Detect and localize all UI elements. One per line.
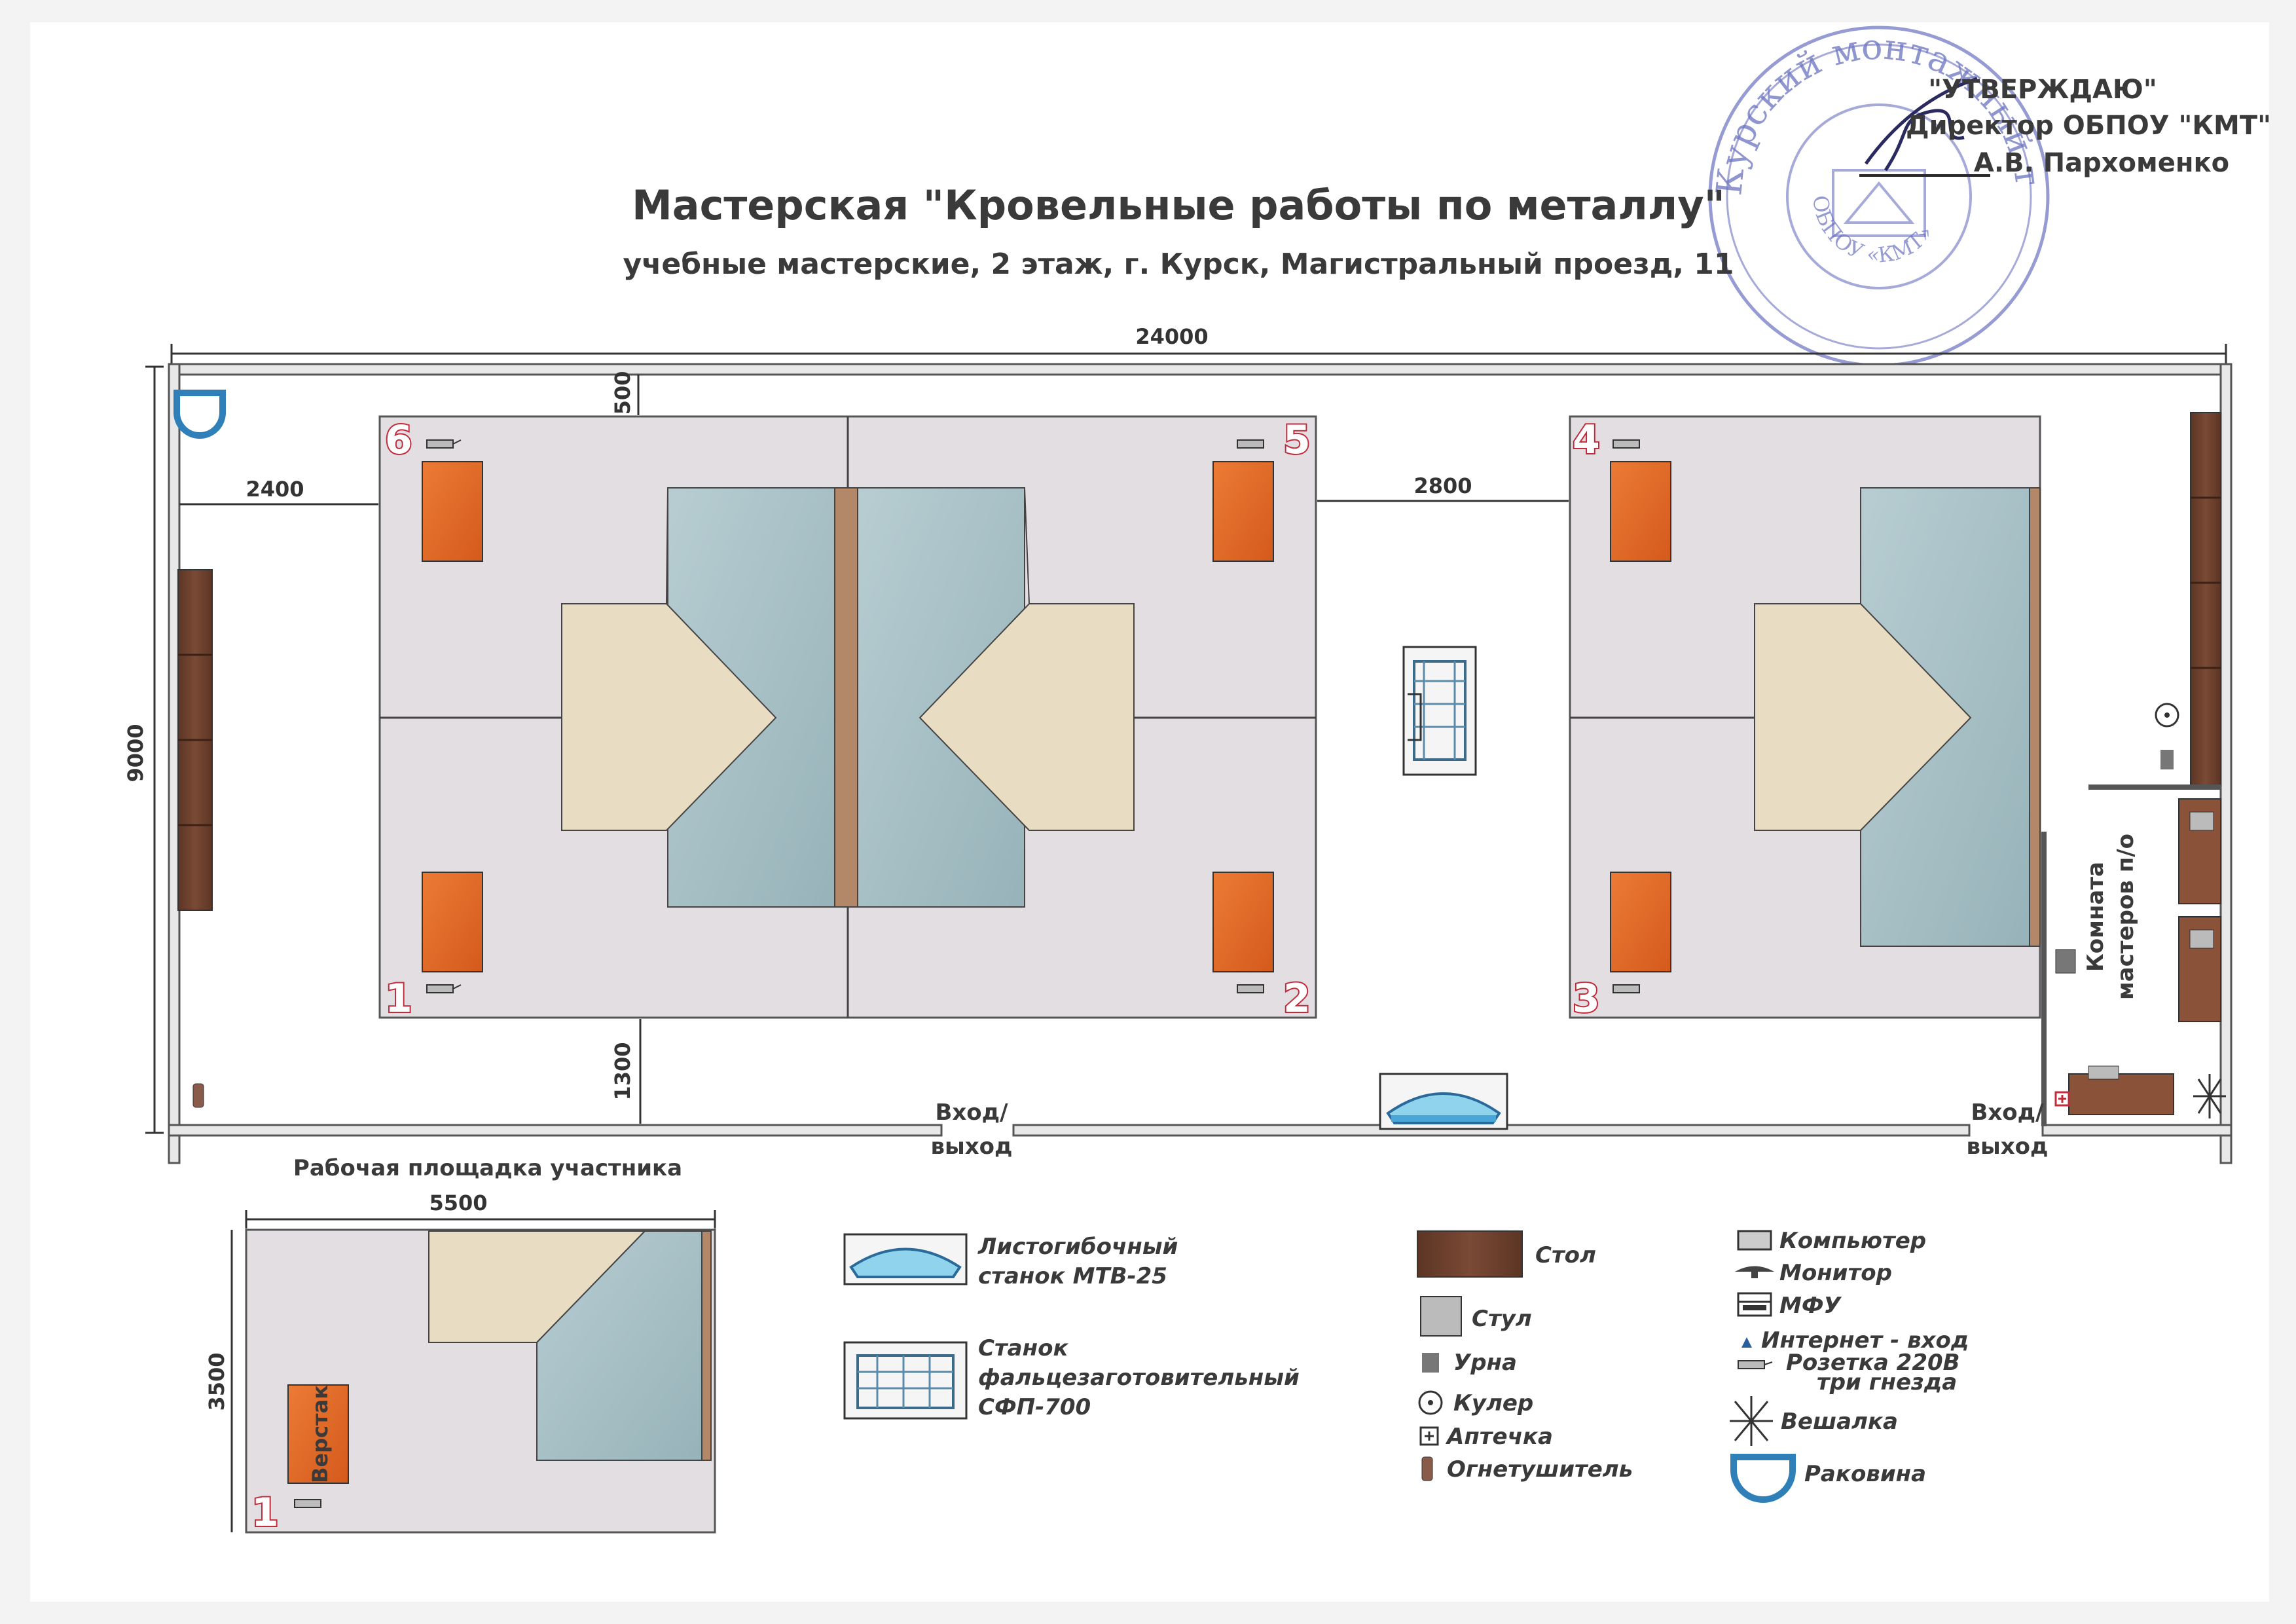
entrance-label-2b: выход xyxy=(1966,1134,2048,1160)
legend-internet-label: Интернет - вход xyxy=(1761,1327,1969,1354)
right-wall-table xyxy=(2190,412,2221,786)
page-subtitle: учебные мастерские, 2 этаж, г. Курск, Ма… xyxy=(623,248,1734,281)
svg-text:ОБПОУ «КМТ»: ОБПОУ «КМТ» xyxy=(1808,194,1938,268)
workplace-number-2: 2 xyxy=(1283,976,1311,1022)
legend-socket-label-1: Розетка 220В xyxy=(1786,1350,1960,1376)
legend-bin-icon xyxy=(1422,1353,1439,1373)
extinguisher-icon xyxy=(192,1083,204,1108)
participant-workplace-number: 1 xyxy=(251,1490,279,1536)
workplace-number-3: 3 xyxy=(1573,976,1600,1022)
legend-table-icon xyxy=(1417,1230,1523,1278)
work-tables xyxy=(422,461,1671,972)
approval-line-2: Директор ОБПОУ "КМТ" xyxy=(1906,111,2271,141)
legend-sink-icon xyxy=(1730,1454,1796,1503)
workplace-number-4: 4 xyxy=(1573,417,1600,463)
dimension-total-width xyxy=(170,344,2227,367)
folding-machine-sfp700 xyxy=(1402,646,1477,776)
workplace-number-1: 1 xyxy=(385,976,412,1022)
legend-cooler-label: Кулер xyxy=(1453,1390,1533,1416)
zone-left xyxy=(378,415,1317,1019)
bending-machine-mtv25 xyxy=(1379,1073,1508,1130)
legend-cooler-icon xyxy=(1418,1390,1443,1415)
legend-folding-label-2: фальцезаготовительный xyxy=(978,1365,1300,1391)
signature xyxy=(1859,77,1990,177)
legend-mfp-label: МФУ xyxy=(1779,1293,1842,1319)
masters-room-label-2: мастеров п/о xyxy=(2113,834,2139,1000)
legend-monitor-label: Монитор xyxy=(1779,1260,1892,1286)
sink-icon xyxy=(173,390,226,439)
dimension-label-2800: 2800 xyxy=(1413,473,1472,498)
dimension-label-9000: 9000 xyxy=(123,724,148,782)
page-title: Мастерская "Кровельные работы по металлу… xyxy=(632,181,1725,229)
socket-icons xyxy=(426,439,1640,993)
legend-bending-machine xyxy=(843,1233,968,1285)
dimension-label-5500: 5500 xyxy=(429,1190,487,1215)
legend-socket-icon xyxy=(1738,1360,1773,1369)
entrance-label-2a: Вход/ xyxy=(1971,1099,2044,1126)
entrance-label-1a: Вход/ xyxy=(935,1099,1008,1126)
legend-mfp-icon xyxy=(1737,1292,1772,1317)
legend-first-aid-icon xyxy=(1419,1426,1439,1446)
dimension-label-500: 500 xyxy=(610,371,635,415)
stamp-outer-text: Курский монтажный техникум xyxy=(0,0,2049,197)
cooler-icon xyxy=(2155,703,2179,728)
legend-bending-label-2: станок МТВ-25 xyxy=(978,1263,1167,1289)
approval-line-3: А.В. Пархоменко xyxy=(1974,148,2229,178)
participant-area-title: Рабочая площадка участника xyxy=(293,1155,682,1181)
workbench-label: Верстак xyxy=(308,1385,333,1483)
bin-icon xyxy=(2160,750,2174,769)
approval-line-1: "УТВЕРЖДАЮ" xyxy=(1928,75,2157,105)
legend-computer-label: Компьютер xyxy=(1779,1228,1926,1254)
legend-monitor-icon xyxy=(1735,1266,1774,1278)
legend-sink-label: Раковина xyxy=(1804,1461,1926,1487)
legend-folding-machine xyxy=(843,1341,968,1420)
svg-text:Курский монтажный техникум: Курский монтажный техникум xyxy=(0,0,2049,197)
masters-room-label-1: Комната xyxy=(2083,862,2109,972)
legend-table-label: Стол xyxy=(1535,1242,1596,1268)
legend-folding-label-1: Станок xyxy=(978,1335,1068,1361)
legend-extinguisher-icon xyxy=(1421,1456,1433,1481)
dimension-label-24000: 24000 xyxy=(1135,324,1208,349)
legend-extinguisher-label: Огнетушитель xyxy=(1447,1456,1633,1483)
masters-room xyxy=(2041,784,2221,1126)
dimension-total-height xyxy=(145,365,164,1134)
legend-internet-icon xyxy=(1741,1337,1752,1348)
dimension-label-1300: 1300 xyxy=(610,1042,635,1100)
legend-bending-label-1: Листогибочный xyxy=(977,1234,1178,1260)
legend-first-aid-label: Аптечка xyxy=(1445,1424,1553,1450)
legend-chair-label: Стул xyxy=(1472,1306,1532,1332)
legend-folding-label-3: СФП-700 xyxy=(978,1394,1091,1420)
legend-bin-label: Урна xyxy=(1453,1350,1517,1376)
legend-chair-icon xyxy=(1420,1296,1462,1337)
hanger-icon-room xyxy=(2193,1074,2226,1118)
dimension-label-2400: 2400 xyxy=(246,477,304,502)
entrance-label-1b: выход xyxy=(930,1134,1012,1160)
legend-hanger-label: Вешалка xyxy=(1781,1409,1898,1435)
workplace-number-5: 5 xyxy=(1283,417,1311,463)
legend-hanger-icon xyxy=(1730,1396,1773,1446)
dimension-label-3500: 3500 xyxy=(204,1352,229,1411)
legend-socket-label-2: три гнезда xyxy=(1817,1369,1957,1395)
participant-area xyxy=(245,1228,716,1534)
dimension-workplace-width xyxy=(245,1210,716,1228)
stamp-inner-text: ОБПОУ «КМТ» xyxy=(1808,194,1938,268)
legend-computer-icon xyxy=(1737,1230,1772,1251)
workplace-number-6: 6 xyxy=(385,417,412,463)
